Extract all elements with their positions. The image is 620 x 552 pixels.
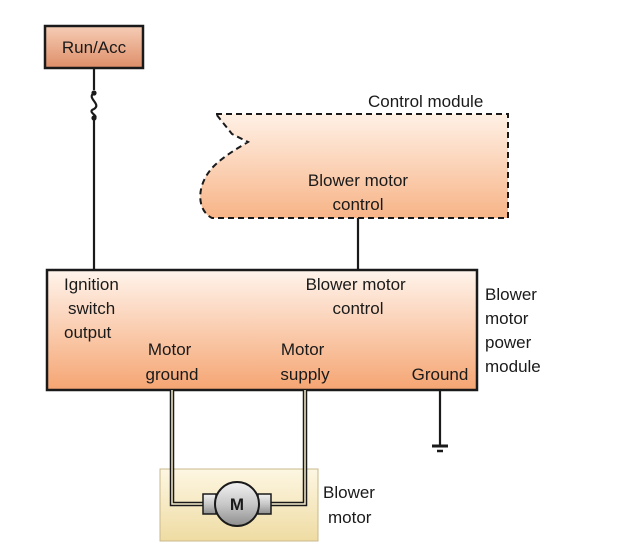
blower-motor-name: Blower motor bbox=[323, 483, 380, 527]
control-module: Control module Blower motor control bbox=[199, 92, 509, 219]
run-acc-label: Run/Acc bbox=[62, 38, 127, 57]
control-module-title: Control module bbox=[368, 92, 483, 111]
ground-label: Ground bbox=[412, 365, 469, 384]
fuse-symbol bbox=[90, 68, 98, 270]
power-module-control-label: Blower motor control bbox=[306, 275, 411, 318]
motor-wires bbox=[169, 390, 308, 507]
power-module-name: Blower motor power module bbox=[485, 285, 542, 376]
power-module-box bbox=[45, 268, 479, 392]
motor-ground-label: Motor ground bbox=[146, 340, 199, 384]
control-module-output-line1: Blower motor bbox=[308, 171, 408, 190]
control-module-outline bbox=[199, 113, 509, 219]
run-acc-supply: Run/Acc bbox=[43, 24, 145, 70]
ground-symbol-icon bbox=[432, 390, 448, 453]
blower-motor-power-module: Ignition switch output Blower motor cont… bbox=[45, 268, 479, 392]
motor-supply-label: Motor supply bbox=[280, 340, 330, 384]
control-module-output-line2: control bbox=[332, 195, 383, 214]
ignition-label: Ignition switch output bbox=[64, 275, 124, 342]
motor-symbol-label: M bbox=[230, 495, 244, 514]
motor-symbol-icon: M bbox=[202, 481, 272, 527]
